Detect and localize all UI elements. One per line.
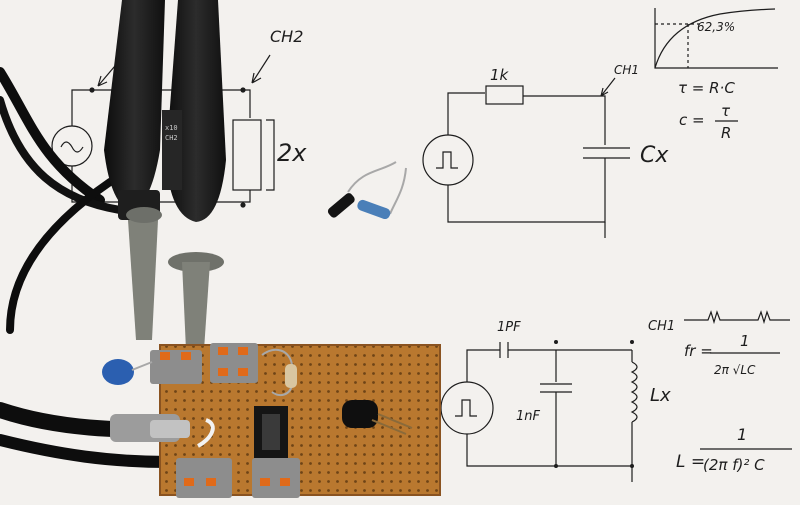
- sketch-charging-curve: [654, 8, 778, 69]
- label-cx: Cx: [640, 143, 669, 168]
- formula-c-num: τ: [721, 102, 731, 120]
- formula-tau: τ = R·C: [678, 79, 735, 97]
- label-2x: 2x: [277, 139, 307, 167]
- label-1pf: 1PF: [497, 320, 521, 335]
- formula-c-lhs: c =: [679, 111, 705, 129]
- formula-l-num: 1: [737, 425, 747, 444]
- sketch-rc-circuit: [422, 77, 630, 238]
- label-percent: 62,3%: [697, 20, 735, 34]
- probe-2: x10 CH2: [162, 0, 226, 350]
- inductor-lx-symbol: [630, 361, 638, 423]
- loose-diode: [327, 193, 355, 218]
- probe-label-b: CH2: [165, 134, 178, 142]
- loose-resistor: [347, 161, 407, 220]
- terminal-block-4: [252, 458, 300, 498]
- label-1k: 1k: [490, 66, 510, 84]
- square-glyph: [436, 151, 458, 169]
- sketch-lc-circuit: [440, 310, 790, 482]
- formula-l-lhs: L =: [676, 452, 705, 472]
- formula-fr-den: 2π √LC: [714, 363, 756, 377]
- ic-socket: [254, 406, 288, 458]
- formula-fr-lhs: fr =: [684, 342, 713, 360]
- terminal-block-1: [150, 350, 202, 384]
- formula-c-den: R: [721, 124, 731, 142]
- label-lx: Lx: [650, 385, 671, 406]
- label-ch2: CH2: [270, 27, 303, 46]
- charging-curve: [654, 8, 776, 69]
- board-inductor: [342, 400, 413, 435]
- sine-glyph: [60, 141, 84, 153]
- terminal-block-2: [210, 343, 258, 383]
- blue-capacitor: [102, 359, 153, 385]
- terminal-block-3: [176, 458, 232, 498]
- capacitor-cx-symbol: [583, 147, 630, 159]
- board-resistor: [261, 348, 297, 397]
- label-ch1-bottom: CH1: [648, 319, 675, 334]
- label-1nf: 1nF: [516, 409, 541, 424]
- bnc-connector: [110, 414, 215, 448]
- resistor-2x-symbol: [232, 119, 262, 191]
- resistor-1k-symbol: [485, 85, 524, 105]
- signal-trace: [684, 310, 790, 325]
- formula-fr-num: 1: [740, 332, 750, 350]
- probe-1: [104, 0, 165, 340]
- probe-label-a: x10: [165, 124, 178, 132]
- formula-l-den: (2π f)² C: [703, 456, 765, 474]
- label-ch1-top: CH1: [614, 63, 639, 77]
